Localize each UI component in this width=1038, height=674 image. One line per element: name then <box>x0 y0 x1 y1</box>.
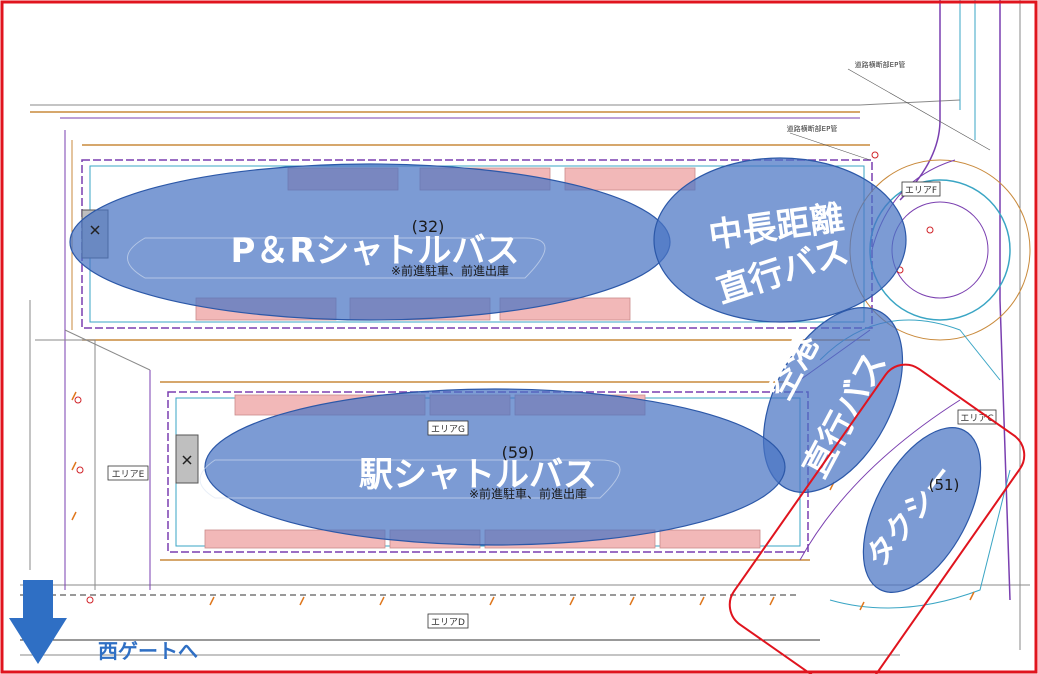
gate-label: 西ゲートへ <box>98 639 198 663</box>
plan-note-1: 道路横断部EP管 <box>855 60 906 69</box>
area-label-d: エリアD <box>431 618 465 628</box>
zone-long-distance[interactable] <box>653 157 907 323</box>
box-cross-marks <box>90 225 192 465</box>
taxi-count: (51) <box>929 476 960 494</box>
taxi-highlight-frame <box>728 363 1026 674</box>
pr-shuttle-note: ※前進駐車、前進出庫 <box>391 263 509 278</box>
station-shuttle-count: (59) <box>502 443 535 462</box>
pr-shuttle-count: (32) <box>412 217 445 236</box>
down-arrow-icon <box>9 580 67 664</box>
pr-shuttle-label: P＆Rシャトルバス <box>230 231 519 271</box>
zone-airport[interactable] <box>735 284 931 515</box>
area-label-e: エリアE <box>112 470 145 480</box>
station-shuttle-note: ※前進駐車、前進出庫 <box>469 486 587 501</box>
zone-station-shuttle[interactable] <box>204 388 786 546</box>
area-label-g: エリアG <box>431 425 465 435</box>
area-labels: エリアF エリアE エリアG エリアD エリアC <box>107 181 997 629</box>
parking-stripes <box>127 237 621 499</box>
area-label-c: エリアC <box>960 414 993 424</box>
plan-note-2: 道路横断部EP管 <box>787 124 838 133</box>
station-shuttle-label: 駅シャトルバス <box>359 455 597 495</box>
area-label-f: エリアF <box>905 186 937 196</box>
zone-taxi[interactable] <box>839 409 1005 611</box>
zones-layer <box>69 157 1005 611</box>
